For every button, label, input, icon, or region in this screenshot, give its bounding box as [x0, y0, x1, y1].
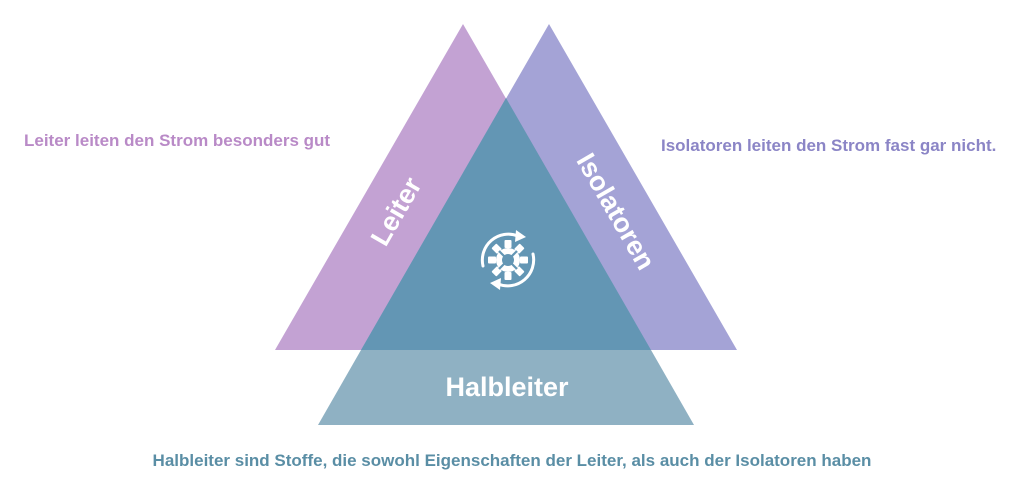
- halbleiter-base: [318, 350, 694, 425]
- halbleiter-center-triangle: [361, 98, 651, 350]
- leiter-caption: Leiter leiten den Strom besonders gut: [24, 131, 331, 150]
- halbleiter-caption: Halbleiter sind Stoffe, die sowohl Eigen…: [152, 451, 872, 470]
- halbleiter-label: Halbleiter: [445, 372, 569, 402]
- isolatoren-caption: Isolatoren leiten den Strom fast gar nic…: [661, 136, 997, 155]
- gear-cycle-icon: [480, 230, 536, 290]
